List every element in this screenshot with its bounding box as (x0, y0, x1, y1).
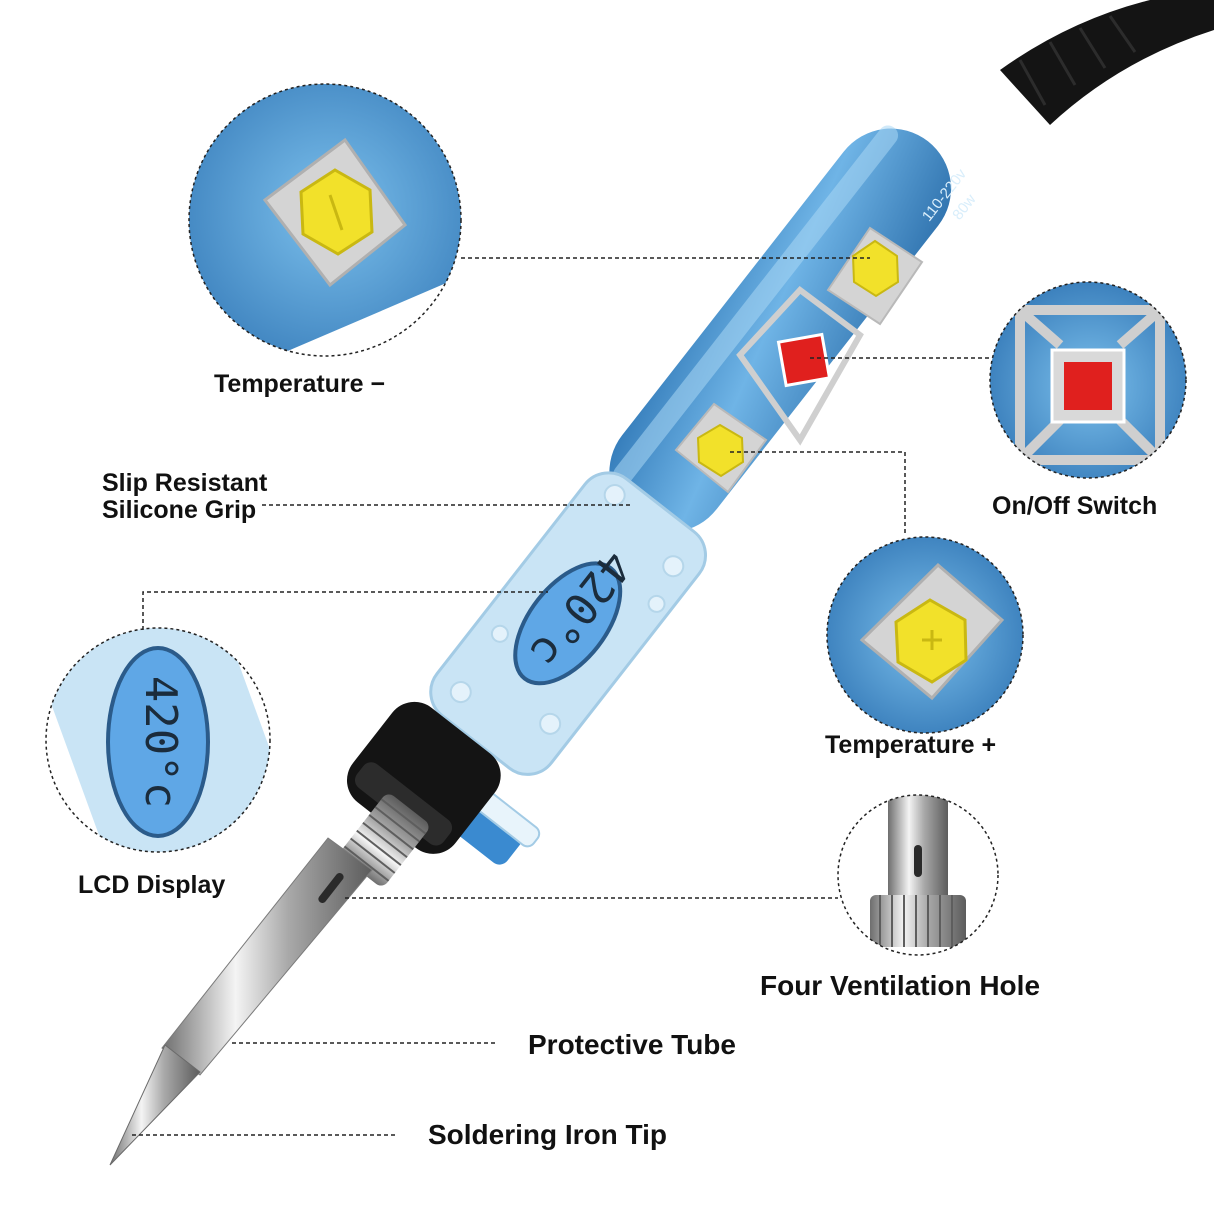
soldering-tip (109, 1044, 201, 1166)
cord-ribs (1018, 15, 1137, 106)
handle-minus-button (826, 226, 924, 326)
callout-circle-temperature-minus (188, 83, 462, 357)
label-soldering-tip: Soldering Iron Tip (428, 1119, 668, 1150)
label-temperature-minus: Temperature − (214, 370, 386, 398)
label-temperature-plus: Temperature + (825, 731, 997, 759)
grip-lcd-screen (513, 561, 623, 686)
leader-lcd (142, 591, 548, 630)
label-protective-tube: Protective Tube (528, 1029, 736, 1060)
label-on-off-switch: On/Off Switch (992, 492, 1158, 520)
power-cord (1000, 0, 1214, 125)
label-grip-line2: Silicone Grip (102, 496, 257, 524)
label-ventilation-hole: Four Ventilation Hole (760, 970, 1041, 1001)
handle-plus-button (674, 402, 768, 494)
label-lcd-display: LCD Display (78, 871, 226, 899)
silicone-grip (429, 471, 707, 776)
callout-circle-lcd-display: 420°c (45, 627, 271, 853)
callout-circle-temperature-plus (826, 536, 1024, 734)
label-grip-line1: Slip Resistant (102, 469, 268, 497)
handle-body (609, 125, 952, 533)
leader-lines (132, 257, 990, 1136)
lcd-callout-reading: 420°c (135, 676, 186, 808)
leader-temperature-plus (730, 451, 906, 536)
handle-power-switch (736, 285, 864, 446)
tube-vent-slot (318, 872, 344, 904)
label-silicone-grip: Slip Resistant Silicone Grip (102, 470, 267, 524)
callout-circle-on-off-switch (989, 281, 1187, 479)
callout-circle-ventilation-hole (837, 794, 999, 956)
knurled-collar (341, 794, 429, 886)
